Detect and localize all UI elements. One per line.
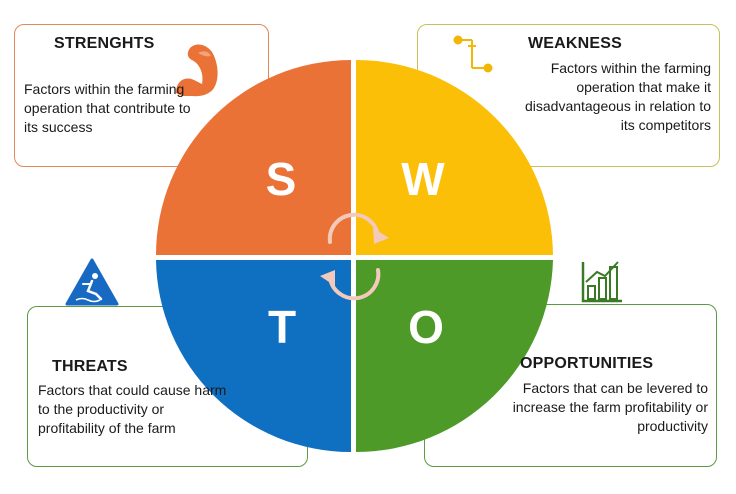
weakness-description: Factors within the farming operation tha… [524,60,711,133]
circuit-path-icon [453,35,493,73]
threats-letter: T [268,301,296,353]
opportunities-title: OPPORTUNITIES [520,355,654,372]
threats-description: Factors that could cause harm to the pro… [38,382,227,436]
threats-title: THREATS [52,358,128,375]
strengths-description: Factors within the farming operation tha… [24,81,191,135]
flexed-arm-icon [176,44,218,97]
threats-quadrant [156,260,351,452]
weakness-title: WEAKNESS [528,35,623,52]
strengths-quadrant [156,60,351,255]
strengths-title: STRENGHTS [54,35,155,52]
opportunities-description: Factors that can be levered to increase … [512,380,708,434]
weakness-quadrant [356,60,553,255]
opportunities-letter: O [408,301,444,353]
cycle-arrows-icon [320,212,389,301]
weakness-letter: W [401,153,445,205]
strengths-letter: S [266,153,297,205]
slippery-hazard-icon [65,258,119,306]
opportunities-quadrant [356,260,553,452]
growth-bar-chart-icon [581,261,622,303]
